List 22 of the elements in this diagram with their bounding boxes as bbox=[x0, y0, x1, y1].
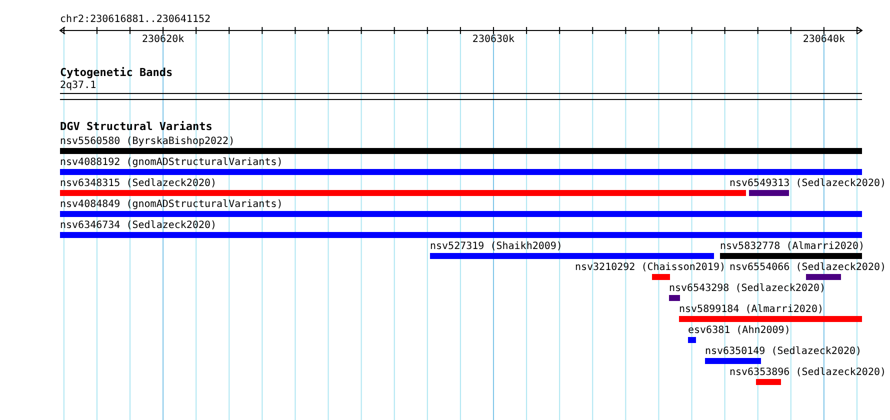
variant-label: nsv6549313 (Sedlazeck2020) bbox=[729, 178, 886, 190]
variant-label: nsv5899184 (Almarri2020) bbox=[679, 304, 824, 316]
tick-label: 230640k bbox=[802, 34, 846, 46]
variant-label: nsv3210292 (Chaisson2019) bbox=[574, 262, 726, 274]
variant-label: nsv5560580 (ByrskaBishop2022) bbox=[60, 136, 235, 148]
tick-label: 230630k bbox=[472, 34, 515, 46]
variant-label: nsv527319 (Shaikh2009) bbox=[430, 241, 562, 253]
variant-label: nsv6554066 (Sedlazeck2020) bbox=[729, 262, 886, 274]
coordinate-label: chr2:230616881..230641152 bbox=[60, 14, 211, 26]
variant-label: nsv4088192 (gnomADStructuralVariants) bbox=[60, 157, 283, 169]
variant-label: nsv6353896 (Sedlazeck2020) bbox=[729, 367, 886, 379]
band-label: 2q37.1 bbox=[60, 80, 96, 92]
variant-label: nsv4084849 (gnomADStructuralVariants) bbox=[60, 199, 283, 211]
variant-label: nsv6543298 (Sedlazeck2020) bbox=[669, 283, 826, 295]
track-title: Cytogenetic Bands bbox=[60, 67, 173, 79]
variant-label: nsv6346734 (Sedlazeck2020) bbox=[60, 220, 217, 232]
variant-label: nsv6350149 (Sedlazeck2020) bbox=[705, 346, 862, 358]
tick-label: 230620k bbox=[142, 34, 184, 46]
variant-label: esv6381 (Ahn2009) bbox=[688, 325, 790, 337]
variant-label: nsv5832778 (Almarri2020) bbox=[720, 241, 864, 253]
track-title: DGV Structural Variants bbox=[60, 121, 212, 133]
variant-label: nsv6348315 (Sedlazeck2020) bbox=[60, 178, 217, 190]
